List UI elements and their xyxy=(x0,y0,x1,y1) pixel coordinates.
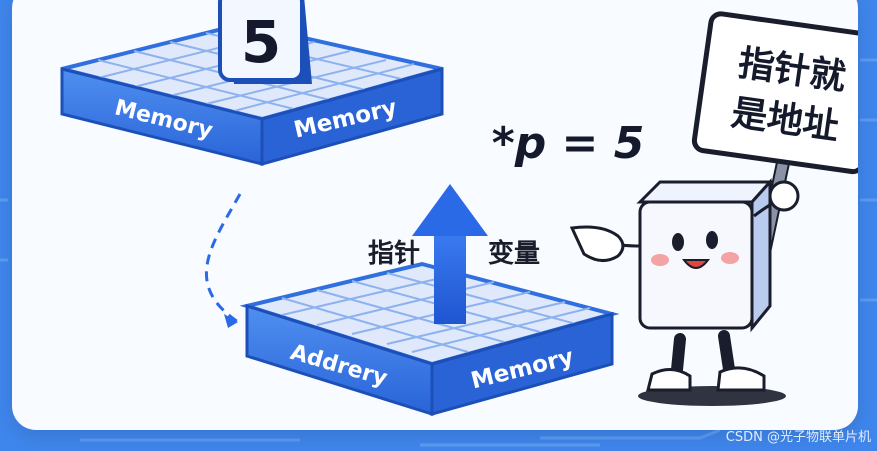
dashed-curve-arrow xyxy=(204,193,242,328)
dereference-expression: *p = 5 xyxy=(492,118,645,169)
illustration-card: Memory Memory 5 xyxy=(12,0,858,430)
value-tile xyxy=(218,0,312,84)
watermark: CSDN @光子物联单片机 xyxy=(725,430,871,445)
bottom-memory-platform xyxy=(239,261,620,417)
value-tile-number: 5 xyxy=(241,8,281,76)
pointer-illustration: Memory Memory 5 xyxy=(60,0,858,417)
mascot-character xyxy=(569,11,858,406)
pointer-label: 指针 xyxy=(368,239,420,269)
up-arrow-icon xyxy=(412,184,488,324)
variable-label: 变量 xyxy=(488,238,540,269)
